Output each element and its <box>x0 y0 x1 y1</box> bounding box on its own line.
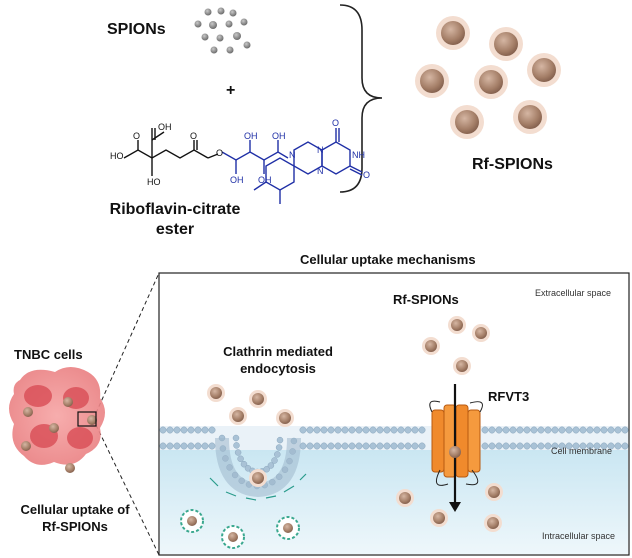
atom-ho-mid: HO <box>147 177 161 187</box>
atom-o-chain: O <box>216 148 224 158</box>
atom-o-top: O <box>190 131 198 141</box>
ester-label-line1: Riboflavin-citrate <box>109 201 241 218</box>
cellular-uptake-line2: Rf-SPIONs <box>42 519 108 534</box>
atom-o-left: O <box>133 131 141 141</box>
uptake-title: Cellular uptake mechanisms <box>300 252 476 267</box>
clathrin-coat <box>209 473 307 501</box>
intracellular-label: Intracellular space <box>542 531 616 541</box>
ester-label-line2: ester <box>155 221 195 238</box>
clathrin-line1: Clathrin mediated <box>223 344 333 359</box>
atom-ho-left: HO <box>110 151 124 161</box>
zoom-line-bottom <box>95 424 160 556</box>
atom-n1: N <box>289 150 296 160</box>
curly-brace <box>339 4 383 193</box>
rfvt3-transporter <box>429 384 483 512</box>
atom-oh1: OH <box>244 131 258 141</box>
clathrin-label: Clathrin mediated endocytosis <box>208 343 348 377</box>
tnbc-cells-label: TNBC cells <box>14 347 83 362</box>
extracellular-label: Extracellular space <box>535 288 612 298</box>
rfvt3-label: RFVT3 <box>488 389 530 404</box>
spions-label: SPIONs <box>107 21 166 38</box>
rf-spions-product-label: Rf-SPIONs <box>472 156 553 173</box>
chemical-structure <box>123 128 363 204</box>
membrane-label: Cell membrane <box>551 446 613 456</box>
clathrin-line2: endocytosis <box>240 361 316 376</box>
panel-particles <box>207 316 503 532</box>
ester-label: Riboflavin-citrate ester <box>80 200 270 240</box>
panel-rf-spions-label: Rf-SPIONs <box>393 292 459 307</box>
atom-o-r1: O <box>332 118 340 128</box>
atom-oh3: OH <box>272 131 286 141</box>
clathrin-vesicles <box>180 509 300 549</box>
cell-membrane <box>159 426 629 498</box>
cellular-uptake-line1: Cellular uptake of <box>20 502 130 517</box>
zoom-line-top <box>95 272 160 414</box>
plus-sign: + <box>226 82 236 99</box>
tnbc-cell-cluster <box>9 367 105 473</box>
atom-oh2: OH <box>230 175 244 185</box>
rf-spions-product <box>415 16 561 139</box>
atom-o-r2: O <box>363 170 371 180</box>
cellular-uptake-label: Cellular uptake of Rf-SPIONs <box>0 501 150 535</box>
atom-n3: N <box>317 166 324 176</box>
atom-oh-top: OH <box>158 122 172 132</box>
atom-n2: N <box>317 145 324 155</box>
atom-nh: NH <box>352 150 365 160</box>
spions-cluster <box>194 7 251 54</box>
atom-oh4: OH <box>258 175 272 185</box>
